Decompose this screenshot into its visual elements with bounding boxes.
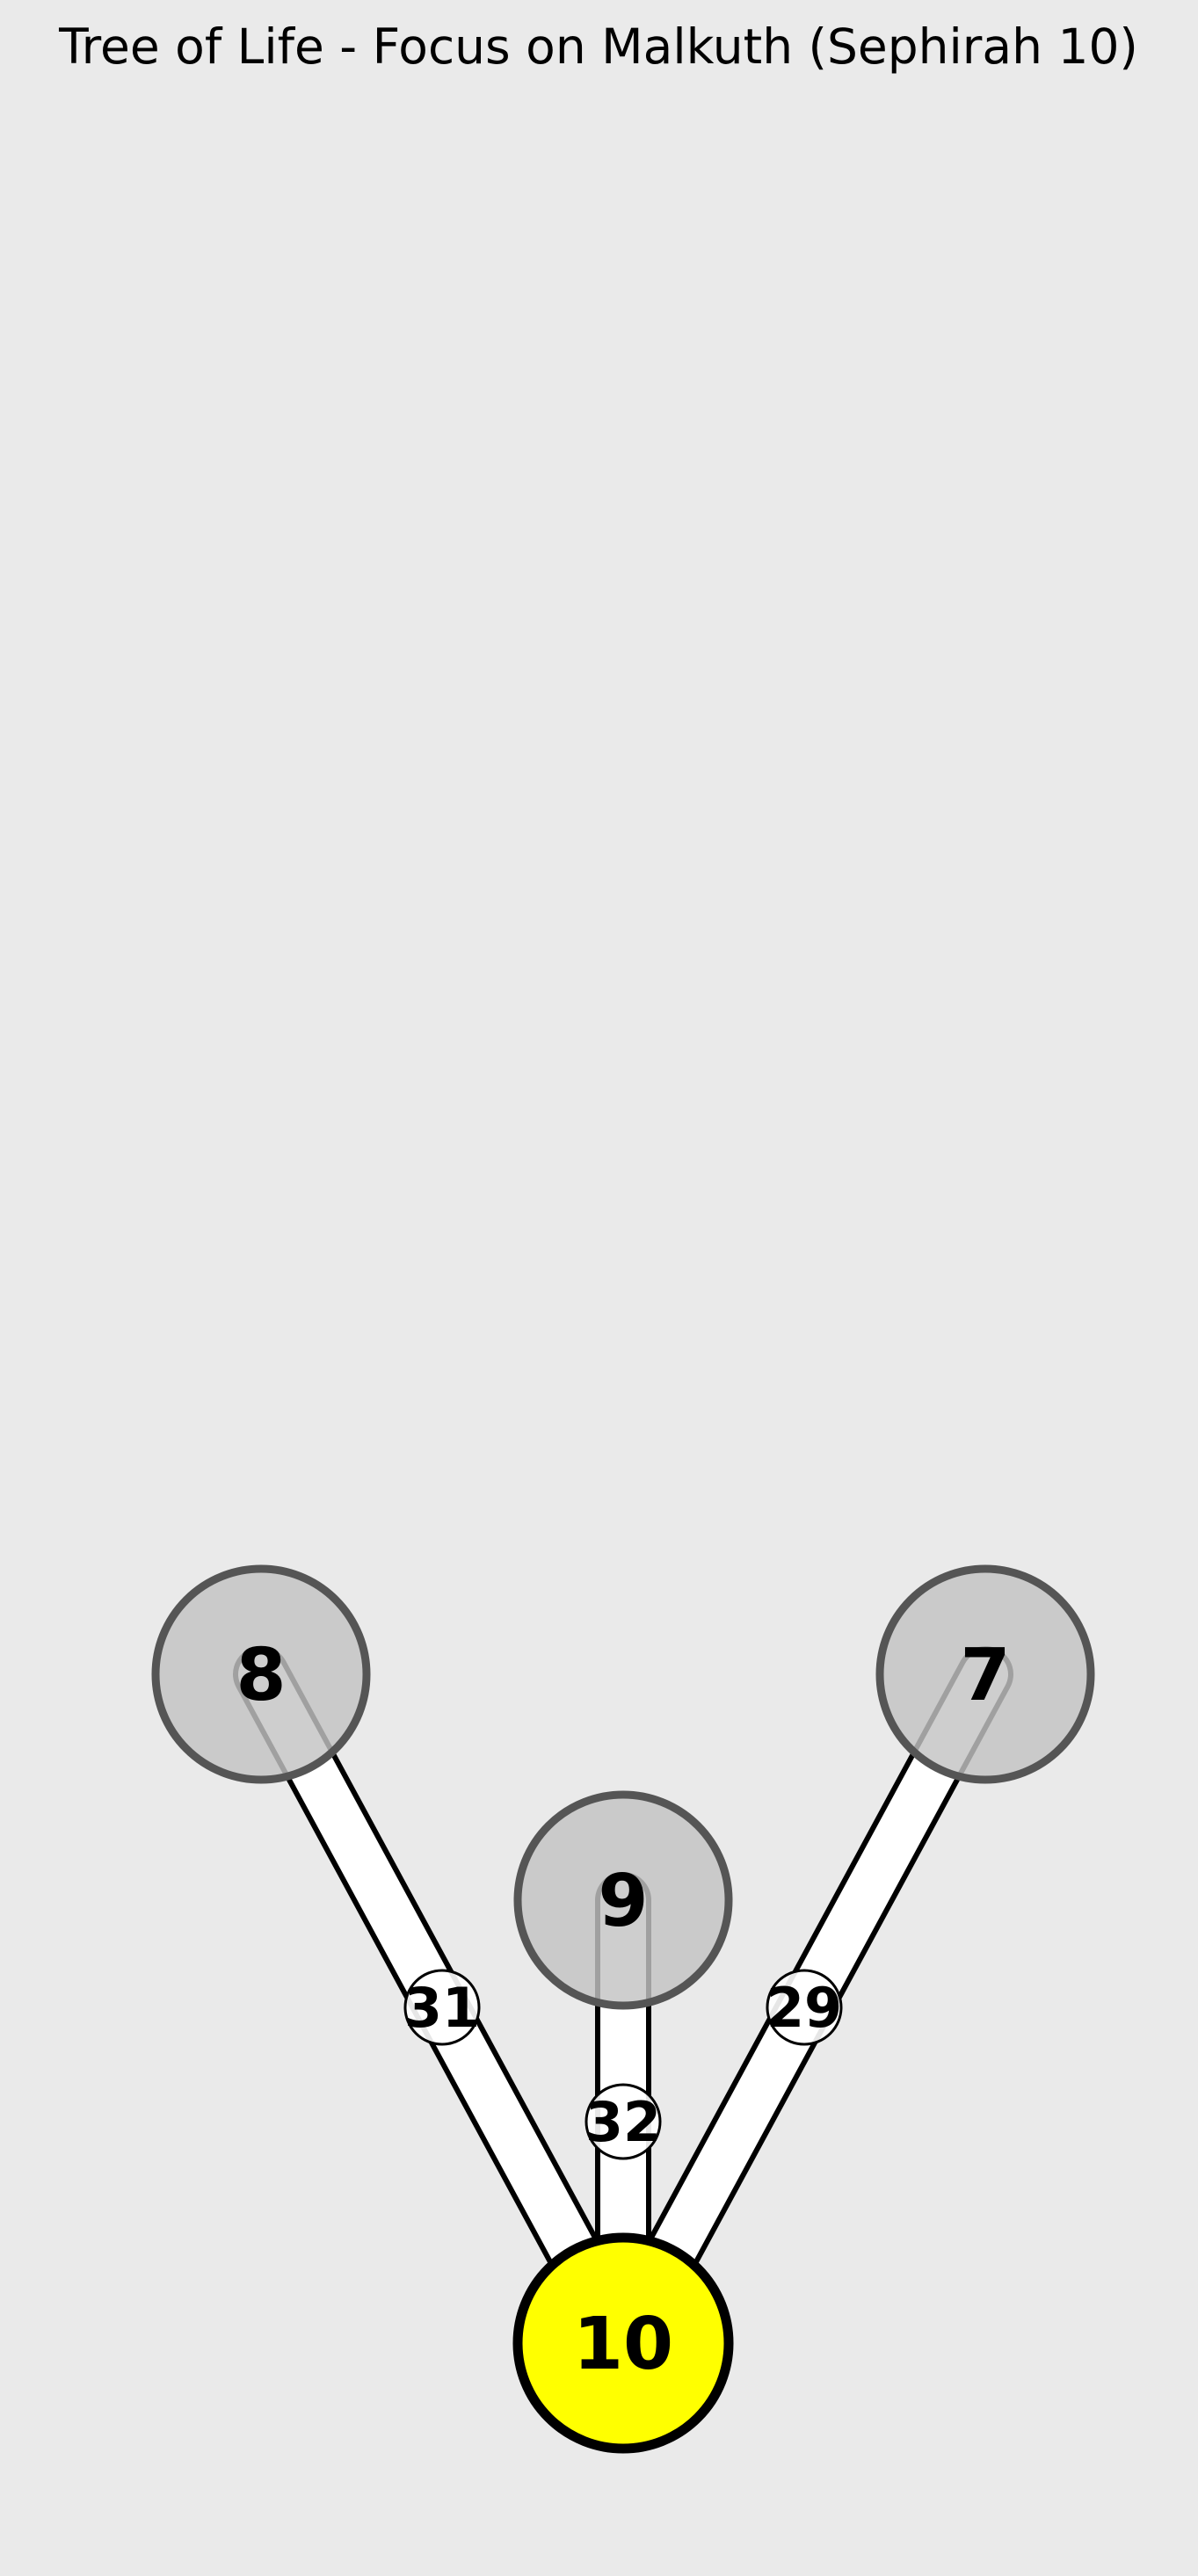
sephirah-node-8[interactable]: 8 — [151, 1564, 371, 1784]
sephirah-circle-7 — [875, 1564, 1095, 1784]
sephirah-node-9[interactable]: 9 — [513, 1790, 733, 2010]
path-label-circle — [403, 1969, 481, 2046]
sephirah-circle-9 — [513, 1790, 733, 2010]
path-number: 32 — [585, 2090, 661, 2154]
path-label-32: 32 — [584, 2083, 662, 2160]
sephirah-circle-10 — [512, 2232, 734, 2454]
path-number: 29 — [766, 1976, 842, 2040]
sephirah-label-8: 8 — [236, 1634, 286, 1717]
sephirah-node-10[interactable]: 10 — [512, 2232, 734, 2454]
path-number: 31 — [404, 1976, 480, 2040]
path-label-31: 31 — [403, 1969, 481, 2046]
path-label-circle — [766, 1969, 843, 2046]
diagram-title: Tree of Life - Focus on Malkuth (Sephira… — [58, 18, 1138, 75]
sephirah-label-9: 9 — [598, 1860, 648, 1943]
sephirah-circle-8 — [151, 1564, 371, 1784]
sephirah-label-7: 7 — [960, 1634, 1010, 1717]
path-labels-layer: 31 32 29 — [403, 1969, 843, 2160]
path-label-circle — [584, 2083, 662, 2160]
sephirah-label-10: 10 — [573, 2303, 673, 2386]
path-label-29: 29 — [766, 1969, 843, 2046]
sephirah-node-7[interactable]: 7 — [875, 1564, 1095, 1784]
nodes-layer: 8 7 9 10 — [151, 1564, 1095, 2454]
